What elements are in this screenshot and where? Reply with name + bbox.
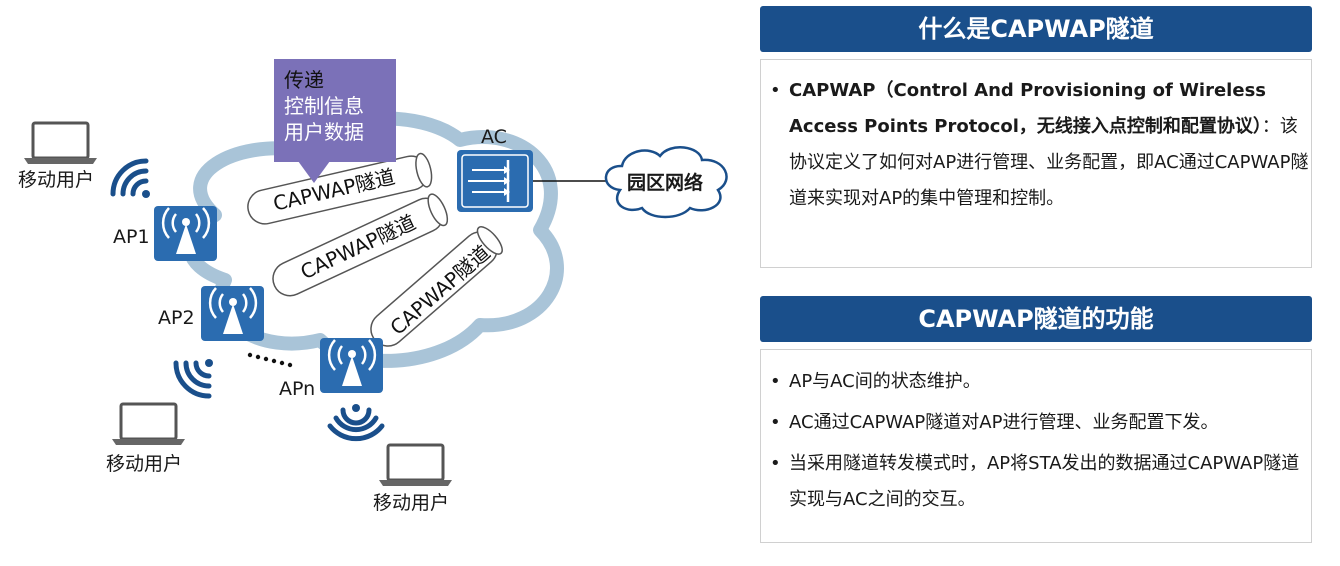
callout-line2: 控制信息 [284,94,364,118]
panel2-item-3: 当采用隧道转发模式时，AP将STA发出的数据通过CAPWAP隧道实现与AC之间的… [761,446,1311,518]
ap2-label: AP2 [158,307,195,329]
tunnel-tube-1 [247,152,433,225]
ac-device-icon [457,150,533,212]
network-diagram [24,111,728,486]
panel2-item-2: AC通过CAPWAP隧道对AP进行管理、业务配置下发。 [761,405,1311,441]
laptop-icon-1 [24,121,97,164]
tunnel-tube-2 [272,193,449,297]
panel2-body: AP与AC间的状态维护。 AC通过CAPWAP隧道对AP进行管理、业务配置下发。… [760,349,1312,543]
apn-icon [320,338,383,393]
panel2-title: CAPWAP隧道的功能 [760,296,1312,342]
callout-line3: 用户数据 [284,120,364,144]
ap2-icon [201,286,264,341]
panel1-body: CAPWAP（Control And Provisioning of Wirel… [760,59,1312,268]
panel1-bold-text: CAPWAP（Control And Provisioning of Wirel… [789,80,1266,137]
laptop-icon-3 [379,443,452,486]
ap1-icon [154,206,217,261]
ac-label: AC [481,126,507,148]
apn-label: APn [279,378,316,400]
mobile-user-label-3: 移动用户 [373,492,450,514]
mobile-user-label-1: 移动用户 [18,169,95,191]
wifi-signal-icon-2 [173,359,213,399]
panel1-rest-text: ：该协议定义了如何对AP进行管理、业务配置，即AC通过CAPWAP隧道来实现对A… [789,116,1309,209]
panel1-title: 什么是CAPWAP隧道 [760,6,1312,52]
mobile-user-label-2: 移动用户 [106,453,183,475]
wifi-signal-icon-3 [327,404,385,442]
callout-pointer [298,161,330,183]
wifi-signal-icon-1 [110,158,150,198]
more-aps-dots [247,352,293,368]
ap1-label: AP1 [113,226,150,248]
panel1-item: CAPWAP（Control And Provisioning of Wirel… [761,73,1311,217]
campus-network-label: 园区网络 [627,172,704,194]
campus-network-cloud-icon [604,146,728,219]
panel2-item-1: AP与AC间的状态维护。 [761,364,1311,400]
callout-line1: 传递 [284,68,324,92]
laptop-icon-2 [112,402,185,445]
data-callout: 传递 控制信息 用户数据 [274,59,396,162]
